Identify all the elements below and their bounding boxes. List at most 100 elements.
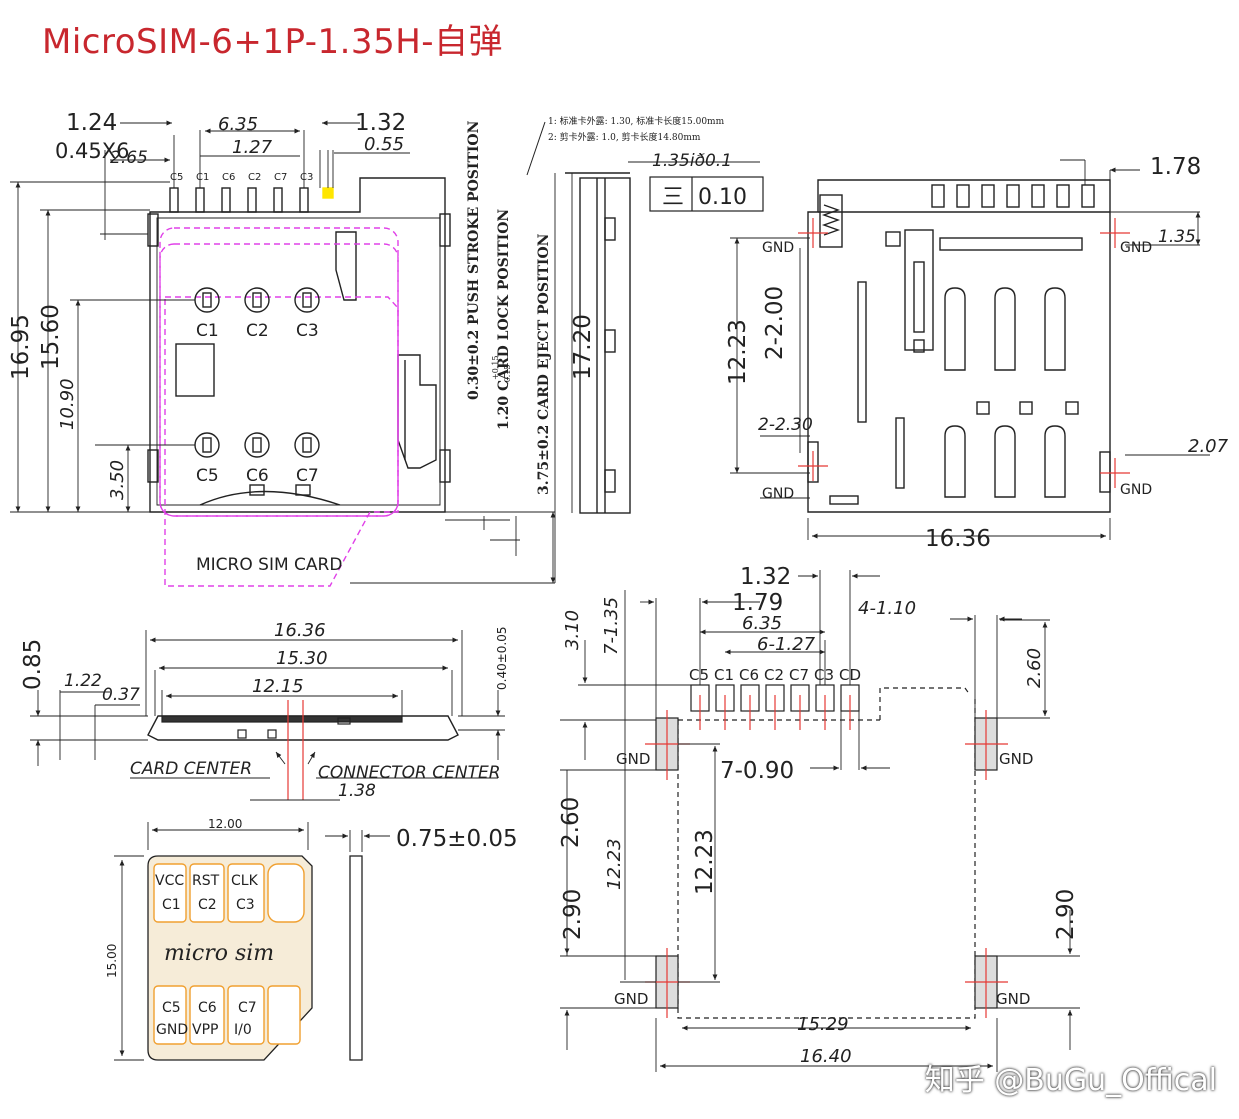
flatness-value: 0.10 [698, 185, 747, 210]
pcb-dim-1-79: 1.79 [732, 590, 783, 616]
card-outline-3 [164, 296, 399, 587]
note-1: 1: 标准卡外露: 1.30, 标准卡长度15.00mm [548, 115, 725, 127]
sim-pads [153, 863, 305, 1045]
pad-id: C5 [162, 1000, 181, 1016]
dim-1-38: 1.38 [338, 781, 376, 801]
top-view-tab [147, 213, 159, 247]
lock-tol-plus: +0.15 [491, 355, 500, 380]
dim-16-36: 16.36 [274, 620, 326, 641]
bottom-view-labels: 1.78 1.35 GND GND GND GND 12.23 2-2.00 2… [725, 154, 1229, 552]
pin-label: C3 [300, 172, 313, 183]
bottom-pins [931, 184, 1095, 208]
front-view [30, 630, 505, 801]
contact-label: C3 [296, 321, 319, 341]
pcb-gnd-label: GND [614, 990, 648, 1008]
flatness-symbol: 三 [662, 185, 684, 210]
side-view [526, 121, 764, 583]
dim-1-78: 1.78 [1150, 154, 1201, 180]
bottom-contacts [944, 287, 1066, 498]
pcb-dim-7-1-35: 7-1.35 [601, 597, 622, 655]
dim-1-35-b: 1.35 [1158, 227, 1196, 247]
pcb-gnd-label: GND [999, 750, 1033, 768]
side-view-labels: 1: 标准卡外露: 1.30, 标准卡长度15.00mm 2: 剪卡外露: 1.… [466, 115, 747, 495]
top-view [10, 120, 556, 587]
push-stroke-label: 0.30±0.2 PUSH STROKE POSITION [466, 120, 482, 400]
gnd-label: GND [1120, 482, 1152, 498]
pad-func: VPP [192, 1022, 218, 1038]
front-view-labels: 0.85 16.36 15.30 1.22 0.37 12.15 0.40±0.… [20, 620, 509, 801]
pcb-dim-3-10: 3.10 [562, 610, 583, 650]
pcb-dim-4-1-10: 4-1.10 [858, 598, 916, 619]
dim-0-37: 0.37 [102, 685, 140, 705]
dim-15-30: 15.30 [276, 648, 328, 669]
micro-sim-brand: micro sim [164, 941, 274, 966]
pin-label: C2 [248, 172, 261, 183]
pad-func: I/0 [234, 1022, 252, 1038]
pad-id: C1 [162, 897, 181, 913]
pcb-dim-7-0-90: 7-0.90 [720, 758, 794, 784]
pcb-pin-label: CD [839, 666, 861, 684]
top-pins [169, 187, 334, 213]
eject-position-label: 3.75±0.2 CARD EJECT POSITION [536, 233, 552, 495]
dim-10-90: 10.90 [57, 378, 78, 430]
pad-func: RST [192, 873, 220, 889]
gnd-label: GND [1120, 240, 1152, 256]
dim-16-36-b: 16.36 [925, 526, 991, 552]
dim-0-55: 0.55 [364, 134, 404, 155]
dim-12-23: 12.23 [725, 319, 751, 385]
dim-2-2-30: 2-2.30 [758, 415, 813, 435]
sim-height: 15.00 [105, 944, 119, 978]
pad-func: VCC [155, 873, 184, 889]
gnd-label: GND [762, 240, 794, 256]
dim-3-50: 3.50 [107, 460, 128, 500]
pad-id: C2 [198, 897, 217, 913]
dim-12-15: 12.15 [252, 676, 304, 697]
dim-1-24: 1.24 [66, 110, 117, 136]
gnd-label: GND [762, 486, 794, 502]
contact-label: C7 [296, 466, 319, 486]
pad-id: C6 [198, 1000, 217, 1016]
pcb-layout [560, 570, 1080, 1072]
watermark: 知乎 @BuGu_Offical [924, 1063, 1217, 1098]
pcb-dim-6-1-27: 6-1.27 [757, 634, 816, 655]
card-center-label: CARD CENTER [130, 759, 252, 779]
sim-width: 12.00 [208, 817, 242, 831]
pin-label: C6 [222, 172, 235, 183]
top-view-window [175, 343, 215, 397]
dim-2-65: 2.65 [110, 148, 148, 168]
lock-tol-minus: -0.15 [503, 364, 512, 385]
pcb-pin-label: C7 [789, 666, 809, 684]
pcb-pin-label: C3 [814, 666, 834, 684]
pad-id: C3 [236, 897, 255, 913]
dim-0-40: 0.40±0.05 [495, 627, 509, 691]
dim-15-60: 15.60 [38, 304, 64, 370]
pcb-dim-2-90-right: 2.90 [1053, 889, 1079, 940]
connector-center-label: CONNECTOR CENTER [318, 763, 501, 783]
pcb-dim-1-32: 1.32 [740, 564, 791, 590]
dim-0-45x6: 0.45X6 [55, 139, 130, 163]
dim-1-27: 1.27 [232, 137, 273, 158]
dim-17-20: 17.20 [570, 314, 596, 380]
top-view-labels: 1.24 6.35 1.32 0.45X6 1.27 0.55 2.65 C5 … [8, 110, 406, 575]
bottom-view [730, 159, 1210, 540]
pcb-gnd-label: GND [996, 990, 1030, 1008]
dim-16-95: 16.95 [8, 314, 34, 380]
dim-1-22: 1.22 [64, 671, 102, 691]
sim-card-labels: 12.00 15.00 0.75±0.05 micro sim VCC C1 R… [105, 817, 518, 1038]
pin-label: C1 [196, 172, 209, 183]
card-outline-2 [159, 243, 399, 517]
pcb-dim-16-40: 16.40 [800, 1046, 852, 1067]
pcb-dim-6-35: 6.35 [742, 613, 782, 634]
pcb-dim-2-60-right: 2.60 [1024, 648, 1045, 688]
dim-1-32: 1.32 [355, 110, 406, 136]
drawing-title: MicroSIM-6+1P-1.35H-自弹 [42, 22, 504, 62]
sim-card-drawing [114, 822, 390, 1061]
dim-0-85: 0.85 [20, 639, 46, 690]
pcb-pin-label: C5 [689, 666, 709, 684]
note-2: 2: 剪卡外露: 1.0, 剪卡长度14.80mm [548, 131, 701, 143]
contact-label: C2 [246, 321, 269, 341]
pad-func: CLK [231, 873, 259, 889]
pcb-dim-12-23-b: 12.23 [692, 829, 718, 895]
pcb-dim-2-90-left: 2.90 [560, 889, 586, 940]
